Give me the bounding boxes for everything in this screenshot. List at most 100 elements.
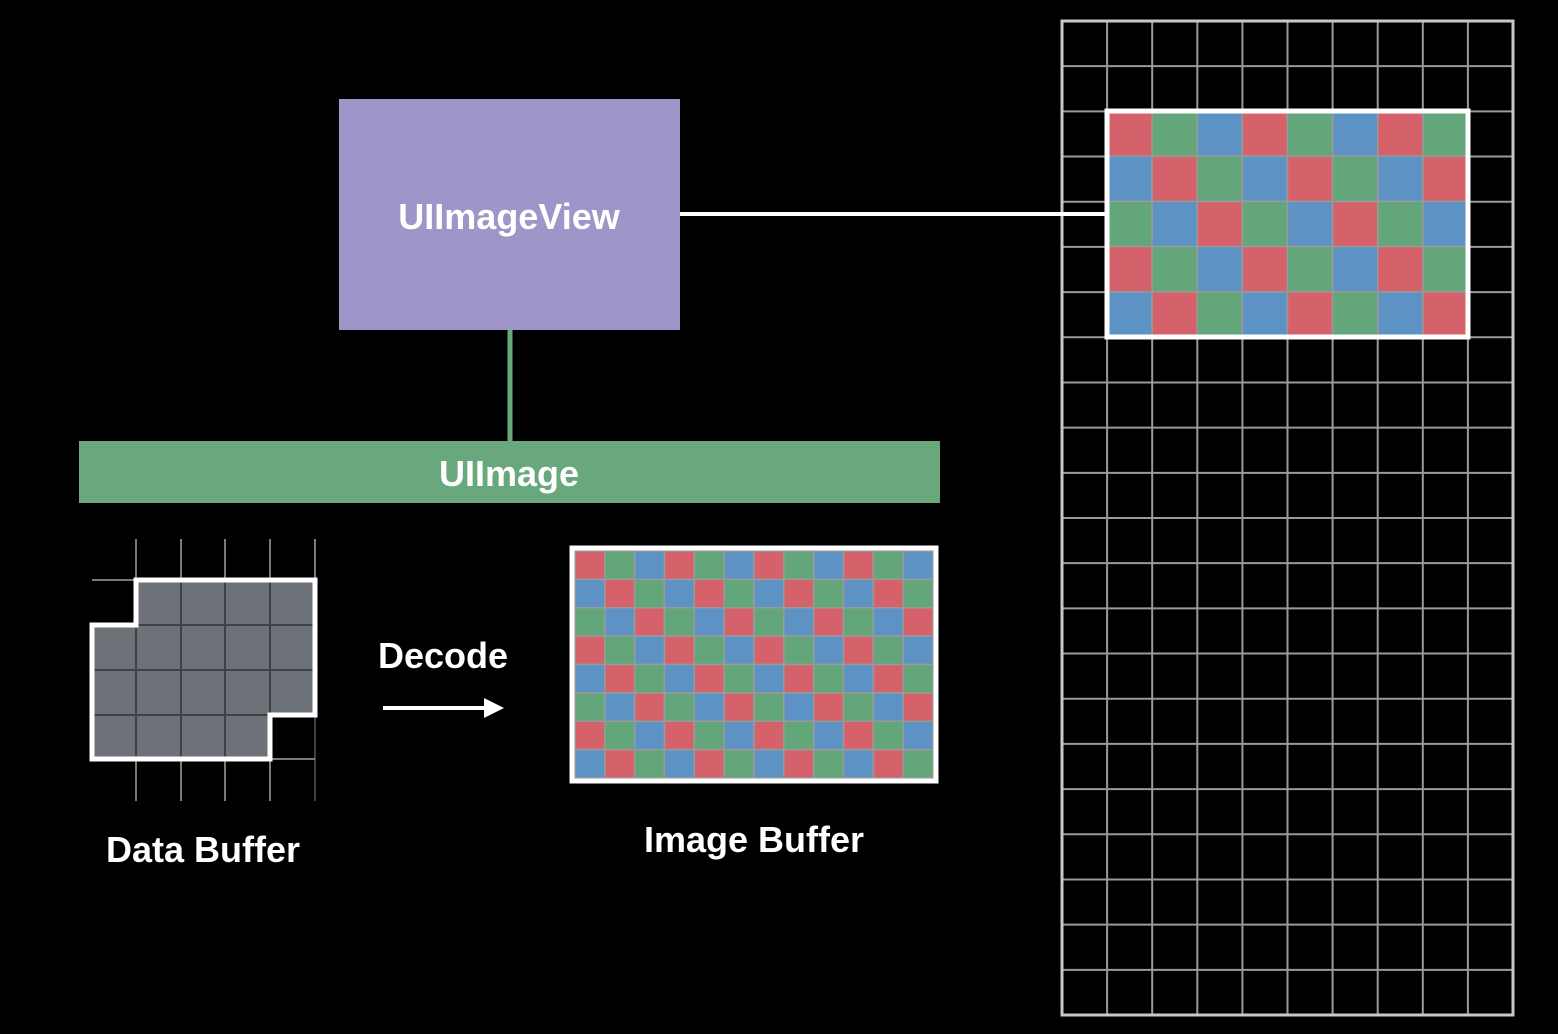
frame-pixel	[1151, 245, 1198, 293]
frame-pixel	[1241, 291, 1289, 338]
frame-pixel	[1106, 155, 1153, 203]
image-view-box	[339, 99, 680, 330]
image-buffer-pixel	[633, 663, 666, 694]
image-buffer-pixel	[812, 578, 845, 609]
image-buffer-pixel	[574, 748, 606, 779]
image-buffer-pixel	[693, 550, 725, 581]
image-buffer-pixel	[842, 607, 875, 637]
frame-pixel	[1196, 110, 1244, 157]
frame-buffer	[1060, 19, 1515, 1017]
frame-pixel	[1196, 245, 1244, 293]
image-buffer-pixel	[663, 635, 696, 666]
image-buffer-pixel	[812, 720, 845, 751]
image-node: UIImage	[79, 441, 940, 503]
image-buffer-pixel	[812, 550, 845, 581]
frame-pixel	[1106, 200, 1153, 248]
image-buffer-pixel	[693, 578, 725, 609]
image-label: UIImage	[439, 453, 579, 494]
image-buffer-pixel	[872, 550, 904, 581]
decode-arrow-icon	[484, 698, 504, 718]
image-buffer-pixel	[872, 748, 904, 779]
data-buffer-outline	[89, 577, 318, 762]
image-buffer-pixel	[604, 607, 636, 637]
frame-pixel	[1196, 291, 1244, 338]
image-buffer-pixel	[574, 635, 606, 666]
image-buffer-pixel	[842, 578, 875, 609]
image-buffer-pixel	[604, 720, 636, 751]
image-buffer-pixel	[574, 692, 606, 722]
image-buffer-pixel	[604, 578, 636, 609]
frame-pixel	[1196, 155, 1244, 203]
image-buffer-pixel	[723, 578, 755, 609]
frame-pixel	[1241, 155, 1289, 203]
image-buffer-pixel	[633, 578, 666, 609]
image-buffer-pixel	[604, 635, 636, 666]
frame-pixel	[1422, 155, 1469, 203]
frame-pixel	[1422, 110, 1469, 157]
image-buffer-pixel	[663, 578, 696, 609]
image-buffer-pixel	[604, 550, 636, 581]
image-buffer-pixel	[842, 720, 875, 751]
image-buffer-pixel	[783, 663, 815, 694]
image-buffer-pixel	[693, 720, 725, 751]
image-buffer-pixel	[633, 607, 666, 637]
image-buffer-pixel	[902, 748, 934, 779]
frame-pixel	[1331, 155, 1379, 203]
decode-step: Decode	[378, 635, 508, 718]
frame-pixel	[1286, 200, 1334, 248]
frame-pixel	[1151, 155, 1198, 203]
frame-pixel	[1241, 200, 1289, 248]
image-buffer-pixel	[663, 663, 696, 694]
image-buffer-pixel	[723, 692, 755, 722]
image-buffer-pixel	[633, 550, 666, 581]
image-buffer-pixel	[872, 635, 904, 666]
image-buffer-pixel	[633, 720, 666, 751]
image-buffer-pixel	[663, 550, 696, 581]
frame-pixel	[1331, 110, 1379, 157]
image-buffer-pixel	[842, 748, 875, 779]
data-buffer-label: Data Buffer	[106, 829, 300, 870]
frame-pixel	[1106, 110, 1153, 157]
image-buffer-pixel	[663, 607, 696, 637]
frame-pixel	[1241, 245, 1289, 293]
image-buffer-pixel	[842, 550, 875, 581]
image-view-label: UIImageView	[398, 196, 620, 237]
frame-pixel	[1331, 200, 1379, 248]
image-buffer-pixel	[842, 635, 875, 666]
image-buffer-pixel	[812, 635, 845, 666]
image-buffer-pixel	[872, 663, 904, 694]
image-buffer-pixel	[723, 550, 755, 581]
image-buffer-pixel	[783, 692, 815, 722]
image-buffer-pixel	[753, 748, 785, 779]
image-buffer-pixel	[693, 692, 725, 722]
frame-pixel	[1422, 291, 1469, 338]
image-buffer-pixel	[812, 663, 845, 694]
image-buffer-pixel	[902, 692, 934, 722]
frame-pixel	[1286, 291, 1334, 338]
image-buffer-pixel	[574, 550, 606, 581]
frame-pixel	[1377, 291, 1424, 338]
frame-pixel	[1331, 245, 1379, 293]
image-buffer-pixel	[633, 748, 666, 779]
image-buffer-pixel	[902, 550, 934, 581]
image-buffer-pixel	[842, 663, 875, 694]
image-buffer-pixel	[693, 748, 725, 779]
image-buffer-pixel	[723, 720, 755, 751]
frame-pixel	[1151, 291, 1198, 338]
frame-pixel	[1377, 110, 1424, 157]
frame-pixel	[1422, 200, 1469, 248]
image-buffer-pixel	[693, 663, 725, 694]
image-buffer-pixel	[574, 578, 606, 609]
image-buffer-pixel	[783, 578, 815, 609]
image-buffer-pixel	[604, 663, 636, 694]
image-buffer-pixel	[693, 635, 725, 666]
image-buffer-pixel	[783, 607, 815, 637]
image-buffer-pixel	[872, 607, 904, 637]
image-buffer-pixel	[753, 607, 785, 637]
data-buffer: Data Buffer	[89, 539, 318, 870]
image-buffer-pixels	[574, 550, 934, 779]
frame-pixel	[1196, 200, 1244, 248]
image-buffer-pixel	[574, 720, 606, 751]
image-buffer-pixel	[693, 607, 725, 637]
image-buffer-pixel	[723, 748, 755, 779]
